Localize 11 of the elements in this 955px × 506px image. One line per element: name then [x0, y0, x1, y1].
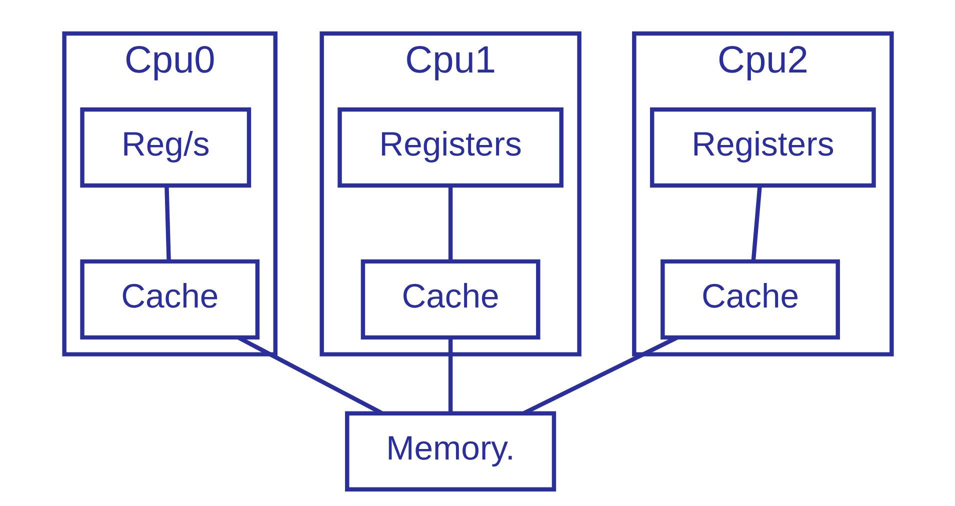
node-box: Registers	[650, 107, 876, 188]
node-box: Cache	[360, 259, 540, 340]
node-box: Memory.	[344, 411, 556, 492]
node-box: Cache	[660, 259, 840, 340]
node-box: Cache	[80, 259, 260, 340]
connector	[750, 186, 762, 262]
connector	[448, 186, 452, 262]
node-box: Registers	[337, 107, 563, 188]
connector	[448, 338, 452, 414]
connector	[164, 186, 170, 262]
node-box: Reg/s	[80, 107, 251, 188]
